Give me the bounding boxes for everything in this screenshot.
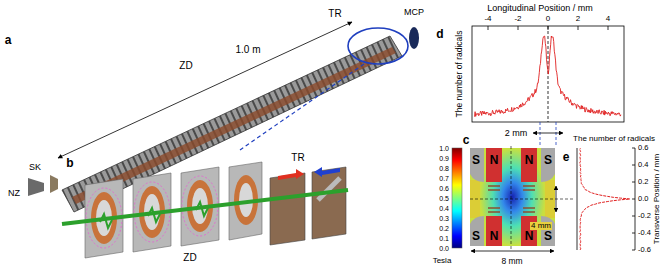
tick-label: -0.4 xyxy=(638,229,651,237)
panel-letter: e xyxy=(563,151,570,163)
colorbar-tick: 0.2 xyxy=(439,225,449,232)
colorbar-tick: 0.4 xyxy=(439,205,449,212)
panel-letter: c xyxy=(463,134,470,146)
skimmer xyxy=(50,175,58,193)
part-label: ZD xyxy=(179,61,192,71)
dimension: 1.0 m xyxy=(235,45,260,55)
pole-letter: N xyxy=(490,154,499,166)
colorbar-tick: 1.0 xyxy=(439,145,449,152)
colorbar-tick: 0.0 xyxy=(439,245,449,252)
tick-label: 2 xyxy=(576,15,580,23)
part-label: TR xyxy=(328,9,341,19)
axis-title: The number of radicals xyxy=(573,135,655,143)
dimension-line xyxy=(58,22,352,158)
colorbar-tick: 0.7 xyxy=(439,175,449,182)
tick-label: 0.6 xyxy=(638,144,648,152)
tick-label: -2 xyxy=(514,15,521,23)
axis-title: Longitudinal Position / mm xyxy=(487,4,593,13)
colorbar-tick: 0.5 xyxy=(439,195,449,202)
pole-letter: S xyxy=(544,230,552,242)
tick-label: 0.0 xyxy=(638,195,648,203)
pole-letter: S xyxy=(472,154,480,166)
tick-label: 0.4 xyxy=(638,161,648,169)
pole-letter: S xyxy=(544,154,552,166)
colorbar-tick: 0.6 xyxy=(439,185,449,192)
pole-letter: N xyxy=(490,230,499,242)
tick-label: 0.2 xyxy=(638,178,648,186)
tick-label: -0.6 xyxy=(638,246,651,254)
field-map xyxy=(452,146,575,251)
transverse-plot xyxy=(577,148,635,250)
pole-letter: S xyxy=(472,230,480,242)
tick-label: 0 xyxy=(546,15,550,23)
dimension: 2 mm xyxy=(505,129,528,138)
dimension: 8 mm xyxy=(501,257,522,266)
axis-title: Transverse Position / mm xyxy=(653,154,661,244)
colorbar xyxy=(452,148,462,248)
dimension: 4 mm xyxy=(530,222,552,230)
axis-title: The number of radicals xyxy=(455,31,464,118)
part-label: SK xyxy=(29,163,41,172)
panel-letter: a xyxy=(5,34,12,46)
pole-letter: N xyxy=(525,154,534,166)
cutaway-illustration xyxy=(62,162,348,258)
zoom-ellipse xyxy=(348,28,408,64)
decelerator-illustration xyxy=(28,22,419,212)
colorbar-tick: 0.1 xyxy=(439,235,449,242)
colorbar-tick: 0.3 xyxy=(439,215,449,222)
part-label: ZD xyxy=(183,253,196,263)
part-label: NZ xyxy=(8,189,20,198)
tick-label: 4 xyxy=(606,15,610,23)
colorbar-tick: 0.9 xyxy=(439,155,449,162)
longitudinal-plot xyxy=(472,26,624,146)
mcp-detector xyxy=(409,27,419,49)
part-label: TR xyxy=(291,153,304,163)
colorbar-unit: Tesla xyxy=(433,257,452,265)
panel-letter: b xyxy=(66,157,73,169)
tick-label: -4 xyxy=(484,15,491,23)
nozzle xyxy=(28,178,44,196)
tick-label: -0.2 xyxy=(638,212,651,220)
part-label: MCP xyxy=(404,8,424,17)
colorbar-tick: 0.8 xyxy=(439,165,449,172)
pole-letter: N xyxy=(525,230,534,242)
panel-letter: d xyxy=(436,28,443,40)
